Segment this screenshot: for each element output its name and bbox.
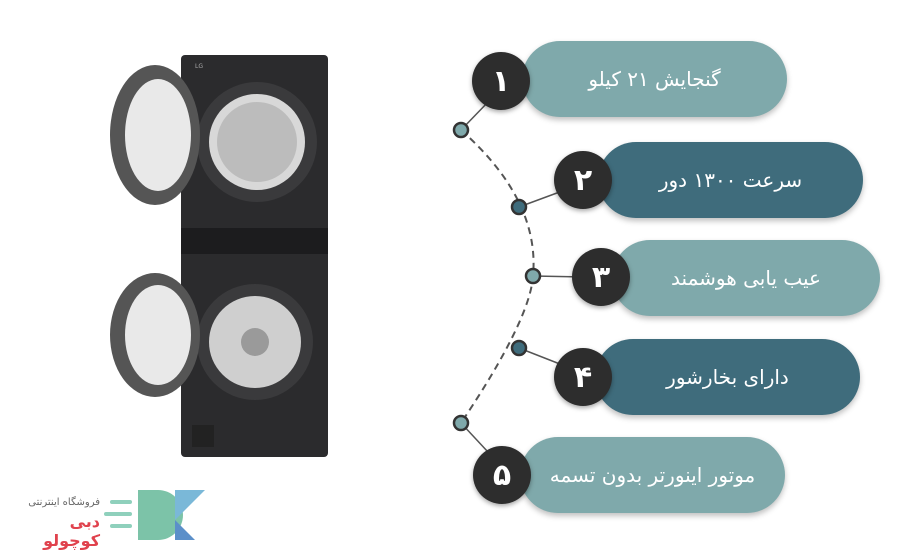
logo-tagline: فروشگاه اینترنتی: [28, 497, 100, 508]
feature-label: عیب یابی هوشمند: [671, 266, 821, 290]
feature-label: گنجایش ۲۱ کیلو: [588, 67, 721, 91]
feature-label: موتور اینورتر بدون تسمه: [549, 463, 756, 487]
feature-pill-5: موتور اینورتر بدون تسمه: [520, 437, 785, 513]
feature-number-4: ۴: [554, 348, 612, 406]
feature-label: سرعت ۱۳۰۰ دور: [658, 168, 803, 192]
brand-logo: LG: [195, 63, 203, 70]
dashed-connector: [460, 129, 535, 424]
dk-logo-mark: [104, 490, 205, 540]
feature-number-2: ۲: [554, 151, 612, 209]
feature-label: دارای بخارشور: [666, 365, 789, 389]
feature-number-5: ۵: [473, 446, 531, 504]
logo-name: دبی کوچولو: [43, 512, 100, 550]
feature-pill-4: دارای بخارشور: [595, 339, 860, 415]
feature-pill-1: گنجایش ۲۱ کیلو: [522, 41, 787, 117]
feature-number-1: ۱: [472, 52, 530, 110]
feature-number-3: ۳: [572, 248, 630, 306]
feature-pill-2: سرعت ۱۳۰۰ دور: [598, 142, 863, 218]
feature-pill-3: عیب یابی هوشمند: [612, 240, 880, 316]
